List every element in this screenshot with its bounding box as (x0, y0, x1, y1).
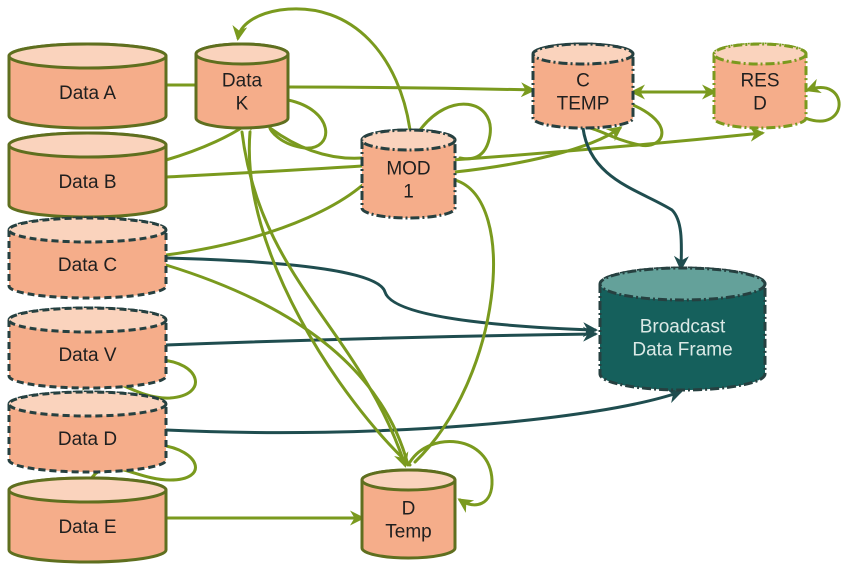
node-data-c: Data C (7, 216, 168, 300)
edge-mod-1-c-temp (453, 126, 623, 174)
cylinder-top (7, 306, 168, 334)
node-data-e: Data E (7, 476, 168, 564)
node-data-a: Data A (7, 42, 168, 130)
node-label: D (753, 94, 767, 115)
node-label: Data V (58, 345, 116, 366)
cylinder-top (7, 131, 168, 159)
cylinder-top (7, 216, 168, 244)
node-data-d: Data D (7, 390, 168, 474)
node-label: TEMP (557, 94, 610, 115)
edge-mod-1-d-temp (413, 178, 495, 464)
node-label: Data D (58, 429, 117, 450)
node-label: K (236, 94, 249, 115)
node-label: RES (740, 71, 779, 92)
cylinder-top (598, 266, 767, 302)
node-label: Data B (58, 172, 116, 193)
node-label: Broadcast (640, 317, 726, 338)
cylinder-top (360, 128, 457, 152)
edge-d-temp-self (408, 439, 494, 513)
node-label: Data (222, 71, 263, 92)
cylinder-top (7, 42, 168, 70)
node-data-v: Data V (7, 306, 168, 390)
node-label: Data Frame (632, 340, 732, 361)
cylinder-top (194, 42, 290, 66)
edge-data-v-broadcast (164, 326, 598, 347)
edge-data-k-d-temp-2 (247, 130, 412, 467)
edge-mod-1-data-k-lower (268, 126, 364, 160)
edge-mod-1-data-k (232, 7, 412, 132)
edge-data-k-c-temp (286, 82, 536, 98)
node-label: Data C (58, 255, 117, 276)
node-label: MOD (386, 159, 430, 180)
node-label: Data E (58, 517, 116, 538)
edge-data-d-broadcast (164, 388, 683, 435)
edge-data-c-broadcast (164, 256, 598, 338)
node-label: Temp (385, 522, 431, 543)
node-label: D (402, 499, 416, 520)
edge-data-c-d-temp (164, 263, 410, 467)
edge-data-c-c-temp (164, 163, 382, 257)
edge-c-temp-broadcast (581, 126, 689, 271)
cylinder-top (531, 42, 635, 66)
node-data-b: Data B (7, 131, 168, 219)
node-label: Data A (59, 83, 116, 104)
cylinder-top (7, 476, 168, 504)
cylinder-top (7, 390, 168, 418)
cylinder-top (360, 468, 457, 492)
cylinder-top (712, 42, 808, 66)
node-label: 1 (403, 182, 414, 203)
edge-data-k-self (268, 98, 328, 150)
node-label: C (576, 71, 590, 92)
edge-res-d-self (803, 78, 841, 123)
